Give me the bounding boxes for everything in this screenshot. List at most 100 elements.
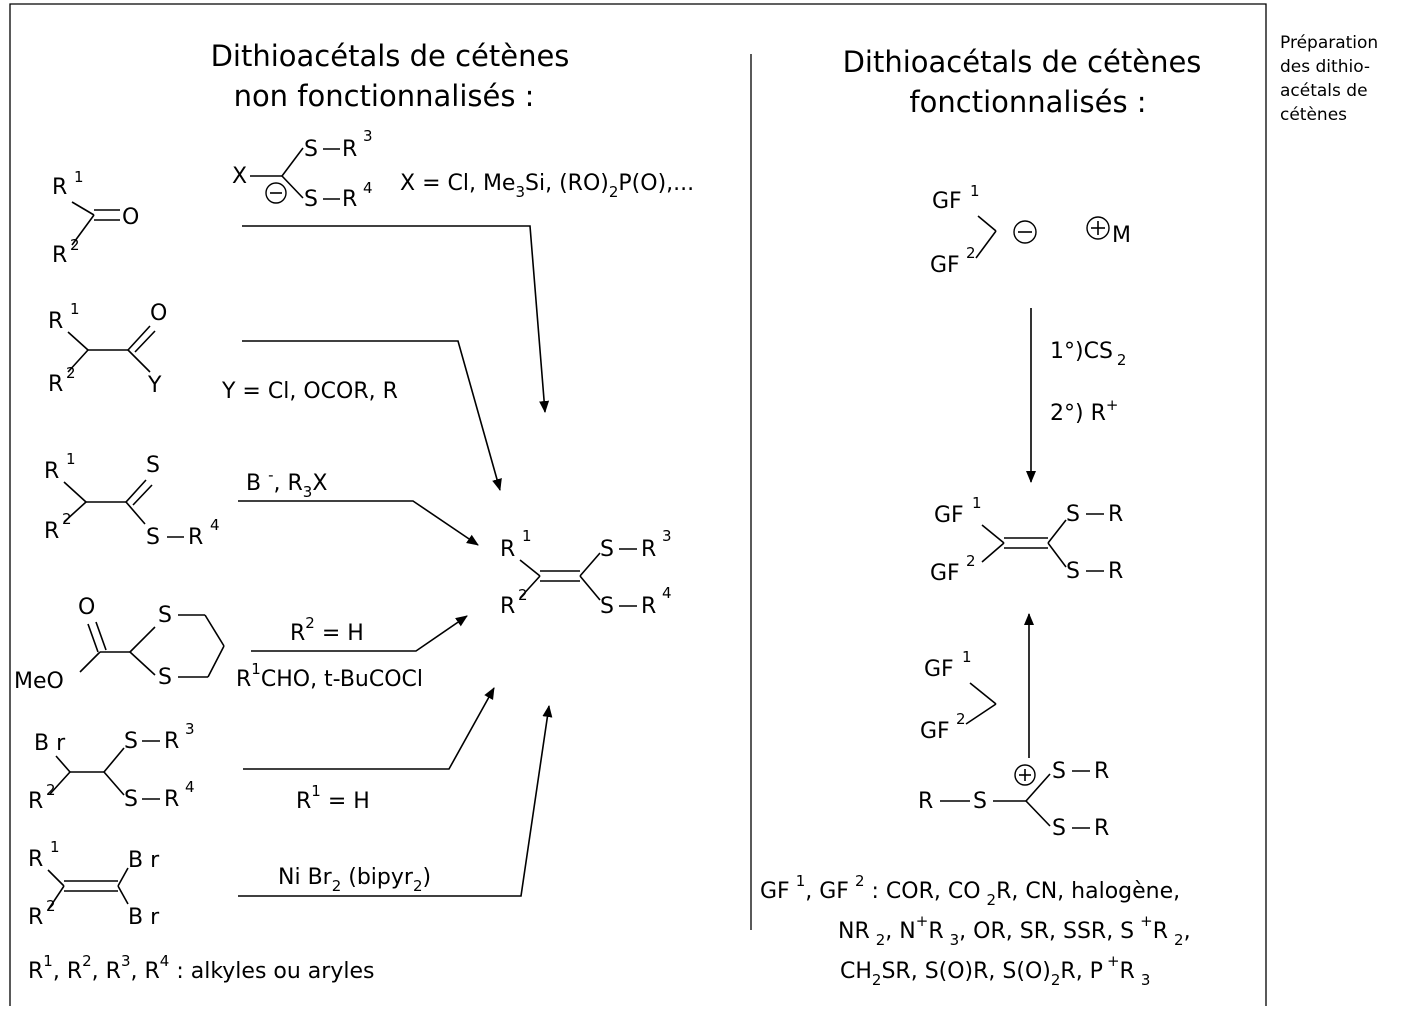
svg-text:R: R bbox=[342, 137, 357, 162]
svg-text:1: 1 bbox=[962, 648, 972, 666]
svg-text:2: 2 bbox=[956, 710, 966, 728]
svg-text:GF: GF bbox=[930, 253, 960, 278]
right-title-line-1: Dithioacétals de cétènes bbox=[843, 45, 1202, 79]
svg-text:MeO: MeO bbox=[14, 669, 64, 694]
svg-text:R: R bbox=[500, 594, 515, 619]
svg-text:GF: GF bbox=[934, 503, 964, 528]
svg-text:R: R bbox=[918, 789, 933, 814]
svg-text:S: S bbox=[1066, 502, 1080, 527]
svg-text:R: R bbox=[1108, 559, 1123, 584]
svg-text:R: R bbox=[164, 787, 179, 812]
svg-text:CH2SR, S(O)R, S(O)2R, P+R3: CH2SR, S(O)R, S(O)2R, P+R3 bbox=[840, 952, 1150, 989]
svg-text:S: S bbox=[304, 137, 318, 162]
r1-equals-h: R1 = H bbox=[296, 782, 370, 814]
svg-text:S: S bbox=[146, 453, 160, 478]
svg-text:4: 4 bbox=[210, 516, 220, 534]
side-caption: Préparation des dithio- acétals de cétèn… bbox=[1280, 33, 1378, 125]
svg-text:R: R bbox=[342, 187, 357, 212]
trithiocarbenium-structure: R S S R S R bbox=[918, 759, 1109, 841]
svg-text:R: R bbox=[48, 309, 63, 334]
right-title-line-2: fonctionnalisés : bbox=[909, 85, 1146, 119]
svg-text:GF: GF bbox=[932, 189, 962, 214]
svg-text:1: 1 bbox=[66, 450, 76, 468]
side-caption-line-1: Préparation bbox=[1280, 33, 1378, 53]
svg-text:1: 1 bbox=[522, 527, 532, 545]
arrow-from-dithiane bbox=[251, 615, 468, 652]
arrow-from-ketone bbox=[242, 225, 550, 413]
svg-text:S: S bbox=[1052, 816, 1066, 841]
svg-text:O: O bbox=[150, 301, 167, 326]
svg-text:M: M bbox=[1112, 223, 1131, 248]
svg-text:4: 4 bbox=[363, 179, 373, 197]
arrow-from-dibromoalkene bbox=[238, 705, 553, 897]
svg-text:R: R bbox=[52, 175, 67, 200]
svg-text:NR2, N+R3, OR, SR, SSR, S+R2,: NR2, N+R3, OR, SR, SSR, S+R2, bbox=[838, 912, 1191, 949]
aldehyde-condition: R1CHO, t-BuCOCl bbox=[236, 660, 423, 692]
svg-text:S: S bbox=[600, 594, 614, 619]
r2-equals-h: R2 = H bbox=[290, 614, 364, 646]
svg-text:2: 2 bbox=[46, 781, 56, 799]
svg-text:R: R bbox=[164, 729, 179, 754]
svg-text:1: 1 bbox=[70, 300, 80, 318]
svg-text:S: S bbox=[124, 729, 138, 754]
svg-text:GF: GF bbox=[920, 719, 950, 744]
svg-text:S: S bbox=[600, 537, 614, 562]
scheme-frame bbox=[9, 3, 1267, 1006]
svg-text:1: 1 bbox=[74, 168, 84, 186]
svg-text:R: R bbox=[44, 519, 59, 544]
svg-text:R: R bbox=[1108, 502, 1123, 527]
side-caption-line-2: des dithio- bbox=[1280, 57, 1370, 77]
svg-text:B r: B r bbox=[128, 905, 160, 930]
svg-text:O: O bbox=[78, 595, 95, 620]
step-2-alkylation: 2°) R+ bbox=[1050, 396, 1118, 426]
y-definition: Y = Cl, OCOR, R bbox=[221, 379, 398, 404]
svg-text:R: R bbox=[28, 905, 43, 930]
svg-text:2: 2 bbox=[70, 236, 80, 254]
svg-text:S: S bbox=[973, 789, 987, 814]
svg-text:B r: B r bbox=[128, 848, 160, 873]
svg-text:1: 1 bbox=[970, 182, 980, 200]
svg-text:Y: Y bbox=[147, 373, 162, 398]
svg-text:4: 4 bbox=[662, 584, 672, 602]
arrow-from-acyl bbox=[242, 340, 502, 491]
svg-text:R: R bbox=[641, 537, 656, 562]
svg-text:3: 3 bbox=[185, 720, 195, 738]
svg-text:S: S bbox=[146, 525, 160, 550]
svg-text:3: 3 bbox=[662, 527, 672, 545]
svg-text:R: R bbox=[1094, 759, 1109, 784]
base-condition: B -, R3X bbox=[246, 466, 327, 501]
svg-text:X: X bbox=[232, 164, 247, 189]
nickel-condition: Ni Br2 (bipyr2) bbox=[278, 865, 431, 895]
svg-text:R: R bbox=[52, 243, 67, 268]
svg-text:R: R bbox=[641, 594, 656, 619]
svg-text:S: S bbox=[1066, 559, 1080, 584]
side-caption-line-4: cétènes bbox=[1280, 105, 1347, 125]
svg-text:O: O bbox=[122, 205, 139, 230]
svg-text:3: 3 bbox=[363, 127, 373, 145]
svg-text:GF: GF bbox=[924, 657, 954, 682]
left-legend: R1, R2, R3, R4 : alkyles ou aryles bbox=[28, 952, 374, 984]
side-caption-line-3: acétals de bbox=[1280, 81, 1368, 101]
svg-text:X = Cl, Me3Si, (RO)2P(O),...: X = Cl, Me3Si, (RO)2P(O),... bbox=[400, 171, 694, 201]
svg-text:2: 2 bbox=[966, 552, 976, 570]
dithiane-ester-structure: O MeO S S bbox=[14, 595, 225, 694]
arrow-from-dithioester bbox=[238, 500, 479, 546]
bis-functional-methylene-structure: GF 1 GF 2 bbox=[920, 648, 997, 744]
svg-text:R: R bbox=[48, 372, 63, 397]
svg-text:R: R bbox=[44, 459, 59, 484]
svg-text:R: R bbox=[28, 789, 43, 814]
svg-text:S: S bbox=[304, 187, 318, 212]
svg-text:1: 1 bbox=[972, 494, 982, 512]
